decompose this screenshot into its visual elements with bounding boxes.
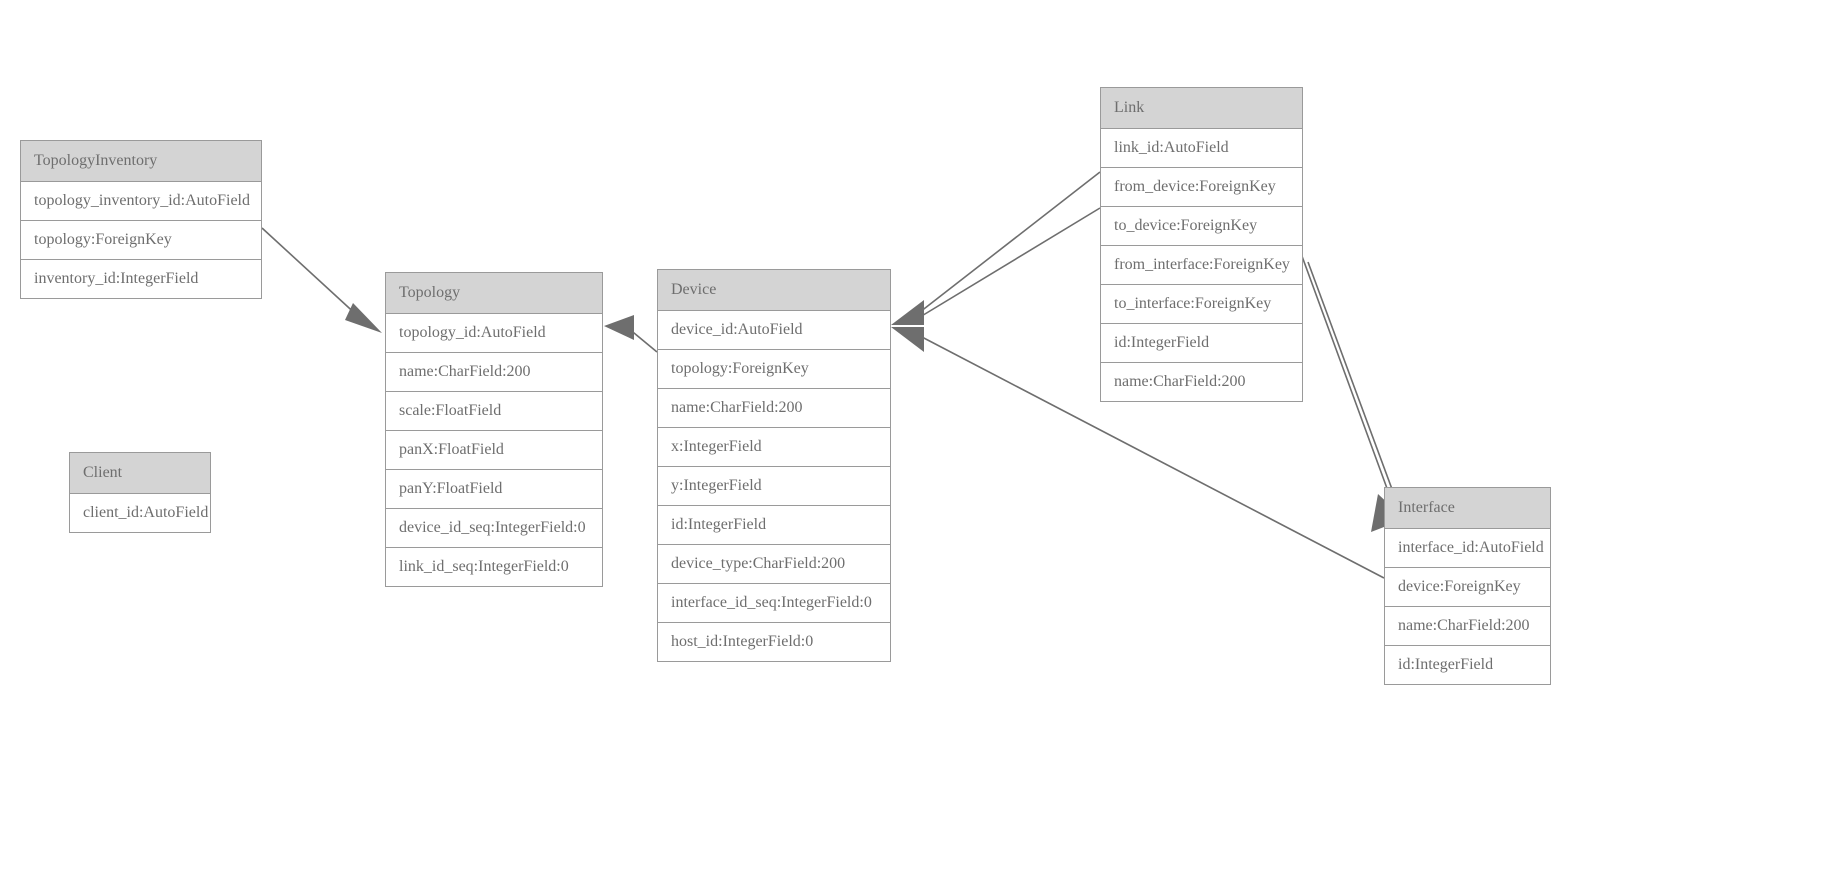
- entity-link[interactable]: Link link_id:AutoField from_device:Forei…: [1100, 87, 1303, 402]
- field-link-from-interface: from_interface:ForeignKey: [1101, 246, 1302, 285]
- field-topology-device-id-seq: device_id_seq:IntegerField:0: [386, 509, 602, 548]
- field-topology-link-id-seq: link_id_seq:IntegerField:0: [386, 548, 602, 586]
- entity-title-device: Device: [658, 270, 890, 311]
- field-device-name: name:CharField:200: [658, 389, 890, 428]
- field-topology-topology-id: topology_id:AutoField: [386, 314, 602, 353]
- entity-interface[interactable]: Interface interface_id:AutoField device:…: [1384, 487, 1551, 685]
- field-device-id: id:IntegerField: [658, 506, 890, 545]
- field-device-y: y:IntegerField: [658, 467, 890, 506]
- entity-title-link: Link: [1101, 88, 1302, 129]
- edge-link-from-device: [919, 171, 1101, 313]
- field-device-topology: topology:ForeignKey: [658, 350, 890, 389]
- edge-link-to-interface: [1307, 261, 1400, 509]
- edge-link-to-device: [919, 207, 1101, 318]
- field-link-to-interface: to_interface:ForeignKey: [1101, 285, 1302, 324]
- field-topology-inventory-id: topology_inventory_id:AutoField: [21, 182, 261, 221]
- field-topology-inventory-inventory-id: inventory_id:IntegerField: [21, 260, 261, 298]
- field-topology-inventory-topology: topology:ForeignKey: [21, 221, 261, 260]
- field-link-to-device: to_device:ForeignKey: [1101, 207, 1302, 246]
- field-device-device-id: device_id:AutoField: [658, 311, 890, 350]
- field-device-x: x:IntegerField: [658, 428, 890, 467]
- field-device-device-type: device_type:CharField:200: [658, 545, 890, 584]
- field-device-interface-id-seq: interface_id_seq:IntegerField:0: [658, 584, 890, 623]
- entity-title-topology: Topology: [386, 273, 602, 314]
- edge-topologyinventory-topology: [261, 227, 382, 333]
- field-topology-scale: scale:FloatField: [386, 392, 602, 431]
- field-interface-device: device:ForeignKey: [1385, 568, 1550, 607]
- entity-title-interface: Interface: [1385, 488, 1550, 529]
- entity-topology[interactable]: Topology topology_id:AutoField name:Char…: [385, 272, 603, 587]
- field-link-name: name:CharField:200: [1101, 363, 1302, 401]
- edge-device-topology: [604, 315, 658, 353]
- field-topology-name: name:CharField:200: [386, 353, 602, 392]
- field-topology-pany: panY:FloatField: [386, 470, 602, 509]
- field-interface-id: id:IntegerField: [1385, 646, 1550, 684]
- field-topology-panx: panX:FloatField: [386, 431, 602, 470]
- entity-title-topology-inventory: TopologyInventory: [21, 141, 261, 182]
- field-interface-name: name:CharField:200: [1385, 607, 1550, 646]
- field-link-link-id: link_id:AutoField: [1101, 129, 1302, 168]
- entity-topology-inventory[interactable]: TopologyInventory topology_inventory_id:…: [20, 140, 262, 299]
- entity-client[interactable]: Client client_id:AutoField: [69, 452, 211, 533]
- field-link-id: id:IntegerField: [1101, 324, 1302, 363]
- field-interface-interface-id: interface_id:AutoField: [1385, 529, 1550, 568]
- field-link-from-device: from_device:ForeignKey: [1101, 168, 1302, 207]
- entity-device[interactable]: Device device_id:AutoField topology:Fore…: [657, 269, 891, 662]
- edge-link-from-interface: [1298, 247, 1393, 503]
- entity-title-client: Client: [70, 453, 210, 494]
- field-client-client-id: client_id:AutoField: [70, 494, 210, 532]
- field-device-host-id: host_id:IntegerField:0: [658, 623, 890, 661]
- arrowhead-cluster-device: [891, 300, 924, 352]
